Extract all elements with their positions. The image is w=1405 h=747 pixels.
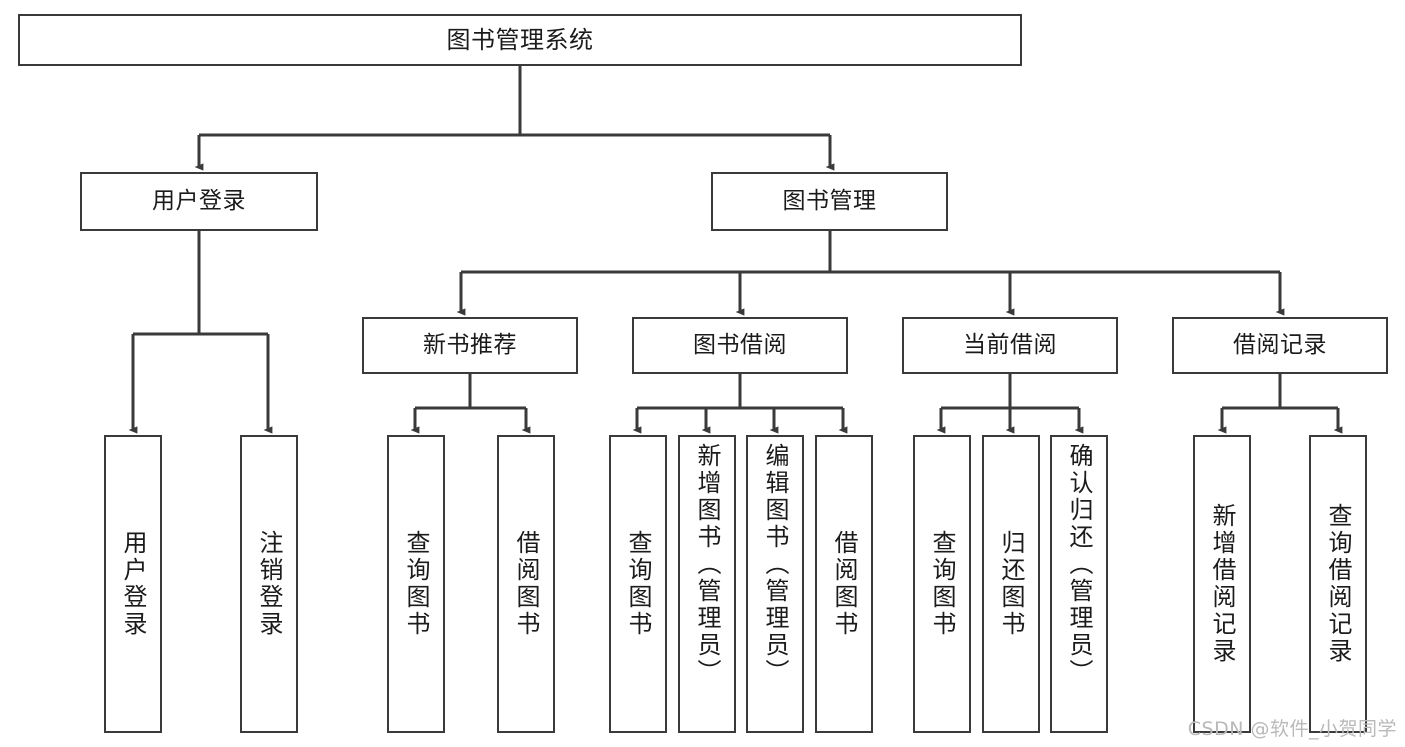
node-user-login[interactable]: 用户登录 (80, 172, 318, 231)
node-leaf-borrow-book-2[interactable]: 借阅图书 (815, 435, 873, 733)
node-leaf-query-book-1[interactable]: 查询图书 (387, 435, 445, 733)
node-leaf-logout-label: 注销登录 (255, 530, 283, 638)
node-book-manage[interactable]: 图书管理 (711, 172, 948, 231)
node-leaf-add-record[interactable]: 新增借阅记录 (1193, 435, 1251, 733)
node-leaf-return-book-label: 归还图书 (997, 530, 1025, 638)
node-leaf-borrow-book-2-label: 借阅图书 (830, 530, 858, 638)
node-leaf-user-login[interactable]: 用户登录 (104, 435, 162, 733)
watermark: CSDN @软件_小贺同学 (1187, 718, 1397, 740)
node-user-login-label: 用户登录 (152, 187, 246, 214)
node-book-borrow-label: 图书借阅 (693, 331, 787, 358)
node-leaf-query-book-1-label: 查询图书 (402, 530, 430, 638)
node-current-borrow[interactable]: 当前借阅 (902, 317, 1118, 374)
node-leaf-edit-book-label: 编辑图书（管理员） (761, 443, 789, 686)
node-leaf-query-book-2-label: 查询图书 (624, 530, 652, 638)
node-leaf-confirm-return-label: 确认归还（管理员） (1065, 443, 1093, 686)
node-borrow-record-label: 借阅记录 (1233, 331, 1327, 358)
node-leaf-add-book[interactable]: 新增图书（管理员） (678, 435, 736, 733)
node-leaf-user-login-label: 用户登录 (119, 530, 147, 638)
node-borrow-record[interactable]: 借阅记录 (1172, 317, 1388, 374)
node-leaf-logout[interactable]: 注销登录 (240, 435, 298, 733)
node-leaf-borrow-book-1-label: 借阅图书 (512, 530, 540, 638)
node-leaf-borrow-book-1[interactable]: 借阅图书 (497, 435, 555, 733)
node-leaf-edit-book[interactable]: 编辑图书（管理员） (746, 435, 804, 733)
node-current-borrow-label: 当前借阅 (963, 331, 1057, 358)
node-leaf-query-record-label: 查询借阅记录 (1324, 503, 1352, 665)
node-leaf-add-record-label: 新增借阅记录 (1208, 503, 1236, 665)
node-leaf-return-book[interactable]: 归还图书 (982, 435, 1040, 733)
node-leaf-query-book-2[interactable]: 查询图书 (609, 435, 667, 733)
node-leaf-query-book-3[interactable]: 查询图书 (913, 435, 971, 733)
node-book-borrow[interactable]: 图书借阅 (632, 317, 848, 374)
node-leaf-add-book-label: 新增图书（管理员） (693, 443, 721, 686)
node-leaf-query-record[interactable]: 查询借阅记录 (1309, 435, 1367, 733)
node-book-manage-label: 图书管理 (782, 187, 877, 214)
node-leaf-confirm-return[interactable]: 确认归还（管理员） (1050, 435, 1108, 733)
node-leaf-query-book-3-label: 查询图书 (928, 530, 956, 638)
node-new-book-rec-label: 新书推荐 (423, 331, 517, 358)
node-new-book-rec[interactable]: 新书推荐 (362, 317, 578, 374)
node-root-label: 图书管理系统 (446, 25, 594, 54)
node-root[interactable]: 图书管理系统 (18, 14, 1022, 66)
